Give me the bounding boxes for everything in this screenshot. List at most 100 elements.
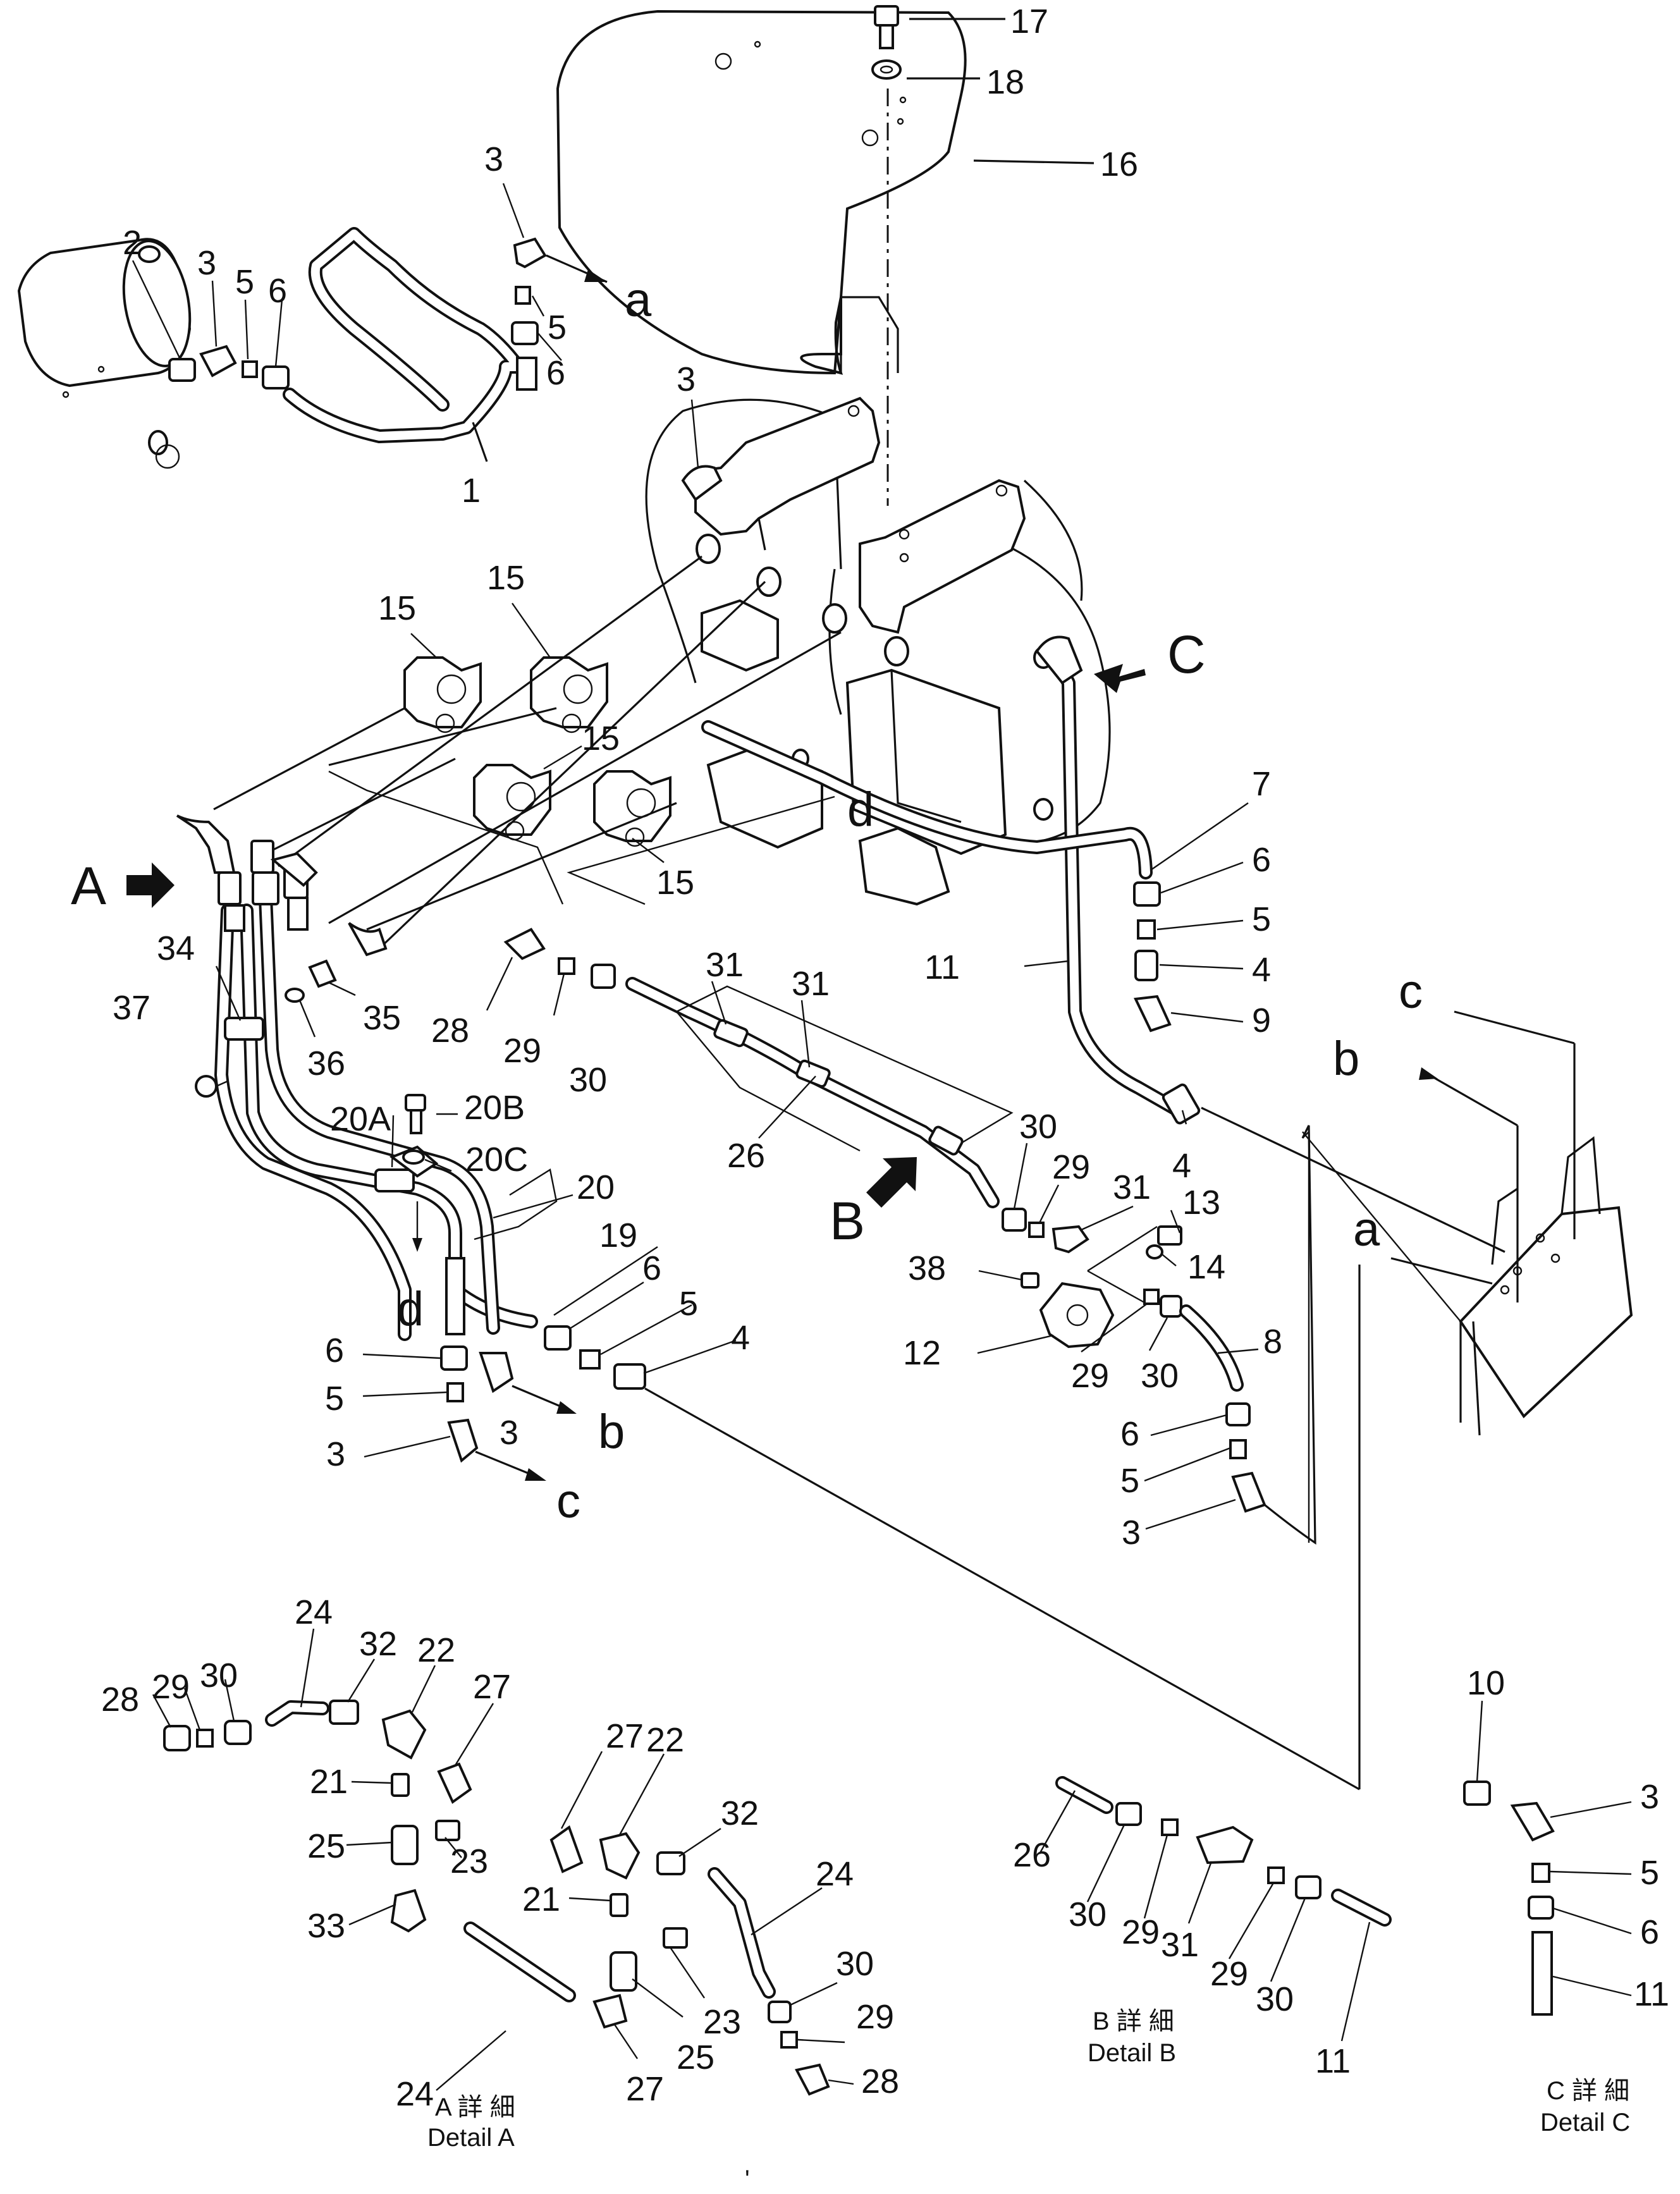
label-part-9: 9 [1252, 1002, 1271, 1039]
sleeve-29f [1161, 1818, 1179, 1836]
label-part-22: 22 [417, 1631, 455, 1669]
label-part-3: 3 [1122, 1514, 1141, 1552]
washer-20C [402, 1149, 425, 1165]
tube-24a [265, 1700, 329, 1727]
connector-10 [1463, 1780, 1491, 1806]
sleeve-29b [1028, 1222, 1045, 1238]
label-part-16: 16 [1100, 145, 1138, 183]
connector-4a [613, 1363, 646, 1390]
sleeve-5c [579, 1349, 601, 1370]
arrow-B [866, 1157, 917, 1208]
cover-plate [556, 9, 967, 506]
label-part-26: 26 [727, 1137, 765, 1175]
label-part-29: 29 [152, 1668, 190, 1706]
label-part-20B: 20B [464, 1089, 525, 1127]
label-part-3: 3 [197, 244, 216, 282]
nut-30b [1002, 1208, 1027, 1232]
bolt-35 [308, 959, 337, 988]
label-part-20A: 20A [330, 1100, 391, 1138]
tube-26 [625, 977, 1014, 1208]
label-part-28: 28 [861, 2062, 899, 2100]
nut-30d [224, 1720, 252, 1745]
elbow-28a [503, 928, 546, 960]
label-part-24: 24 [816, 1855, 854, 1893]
view-marker-B: B [830, 1191, 865, 1251]
label-part-5: 5 [1640, 1854, 1659, 1892]
elbow-27c [549, 1825, 584, 1873]
sleeve-5f [1137, 919, 1156, 940]
tube-stub [516, 357, 537, 391]
view-marker-b: b [1333, 1032, 1359, 1086]
label-part-29: 29 [856, 1998, 894, 2036]
tube-11c [1531, 1931, 1553, 2016]
label-part-5: 5 [548, 309, 567, 346]
nut-6g [1528, 1896, 1554, 1920]
tee-31c [928, 1125, 964, 1156]
washer-14 [1146, 1244, 1163, 1259]
label-part-5: 5 [1252, 900, 1271, 938]
label-part-6: 6 [1120, 1415, 1139, 1453]
detail-A-right [549, 1825, 830, 2096]
label-part-11: 11 [924, 948, 960, 986]
nut-6b [511, 321, 539, 345]
label-part-30: 30 [836, 1945, 874, 1983]
label-part-3: 3 [500, 1414, 518, 1452]
sleeve-5e [1229, 1439, 1247, 1459]
footer-mark: ' [745, 2166, 750, 2193]
detail-A [163, 1700, 628, 2029]
label-part-21: 21 [310, 1763, 348, 1801]
sleeve-29e [780, 2031, 798, 2049]
label-part-31: 31 [792, 965, 830, 1003]
view-marker-A: A [71, 856, 106, 916]
label-part-11: 11 [1315, 2042, 1351, 2080]
label-part-15: 15 [656, 864, 694, 902]
detail-A-caption-jp: A 詳 細 [435, 2093, 515, 2121]
label-part-23: 23 [703, 2003, 741, 2041]
label-part-36: 36 [307, 1045, 345, 1082]
label-part-3: 3 [677, 360, 696, 398]
frame-plate [1302, 1130, 1633, 1543]
view-marker-c: c [556, 1474, 580, 1528]
label-part-29: 29 [1052, 1148, 1090, 1186]
view-marker-a: a [625, 273, 652, 327]
connector-4c [1162, 1083, 1201, 1125]
label-part-30: 30 [1019, 1108, 1057, 1146]
nut-6e [1225, 1402, 1251, 1426]
label-part-14: 14 [1187, 1248, 1225, 1286]
label-part-5: 5 [679, 1285, 698, 1323]
label-part-6: 6 [268, 272, 287, 310]
sleeve-5g [1531, 1863, 1550, 1883]
label-part-32: 32 [359, 1625, 397, 1663]
label-part-3: 3 [1640, 1778, 1659, 1816]
label-part-29: 29 [1071, 1357, 1109, 1395]
label-part-29: 29 [503, 1032, 541, 1070]
connector-23a [435, 1820, 460, 1841]
label-part-6: 6 [1252, 841, 1271, 879]
detail-C-caption-jp: C 詳 細 [1547, 2077, 1629, 2105]
sleeve-5d [446, 1382, 464, 1402]
label-part-30: 30 [1141, 1357, 1179, 1395]
label-part-28: 28 [101, 1681, 139, 1719]
tube-11b [1331, 1889, 1392, 1927]
label-part-33: 33 [307, 1907, 345, 1945]
label-part-31: 31 [1113, 1168, 1151, 1206]
tee-33 [390, 1889, 427, 1933]
label-part-19: 19 [599, 1217, 637, 1254]
label-part-21: 21 [522, 1880, 560, 1918]
label-part-27: 27 [606, 1717, 644, 1755]
elbow-27a [437, 1762, 472, 1805]
label-part-18: 18 [986, 63, 1024, 101]
arrow-A [126, 862, 175, 908]
nut-6d [440, 1345, 468, 1371]
connector-21b [610, 1893, 628, 1917]
fitting-32b [656, 1851, 685, 1875]
detail-captions: A 詳 細 Detail A B 詳 細 Detail B C 詳 細 Deta… [427, 2007, 1630, 2193]
label-part-26: 26 [1013, 1836, 1051, 1874]
tube-1 [283, 227, 525, 443]
label-part-5: 5 [325, 1380, 344, 1418]
connector-23b [663, 1927, 688, 1949]
detail-C-caption-en: Detail C [1540, 2109, 1630, 2136]
tube-8 [1179, 1304, 1244, 1392]
elbow-3b [513, 237, 547, 269]
